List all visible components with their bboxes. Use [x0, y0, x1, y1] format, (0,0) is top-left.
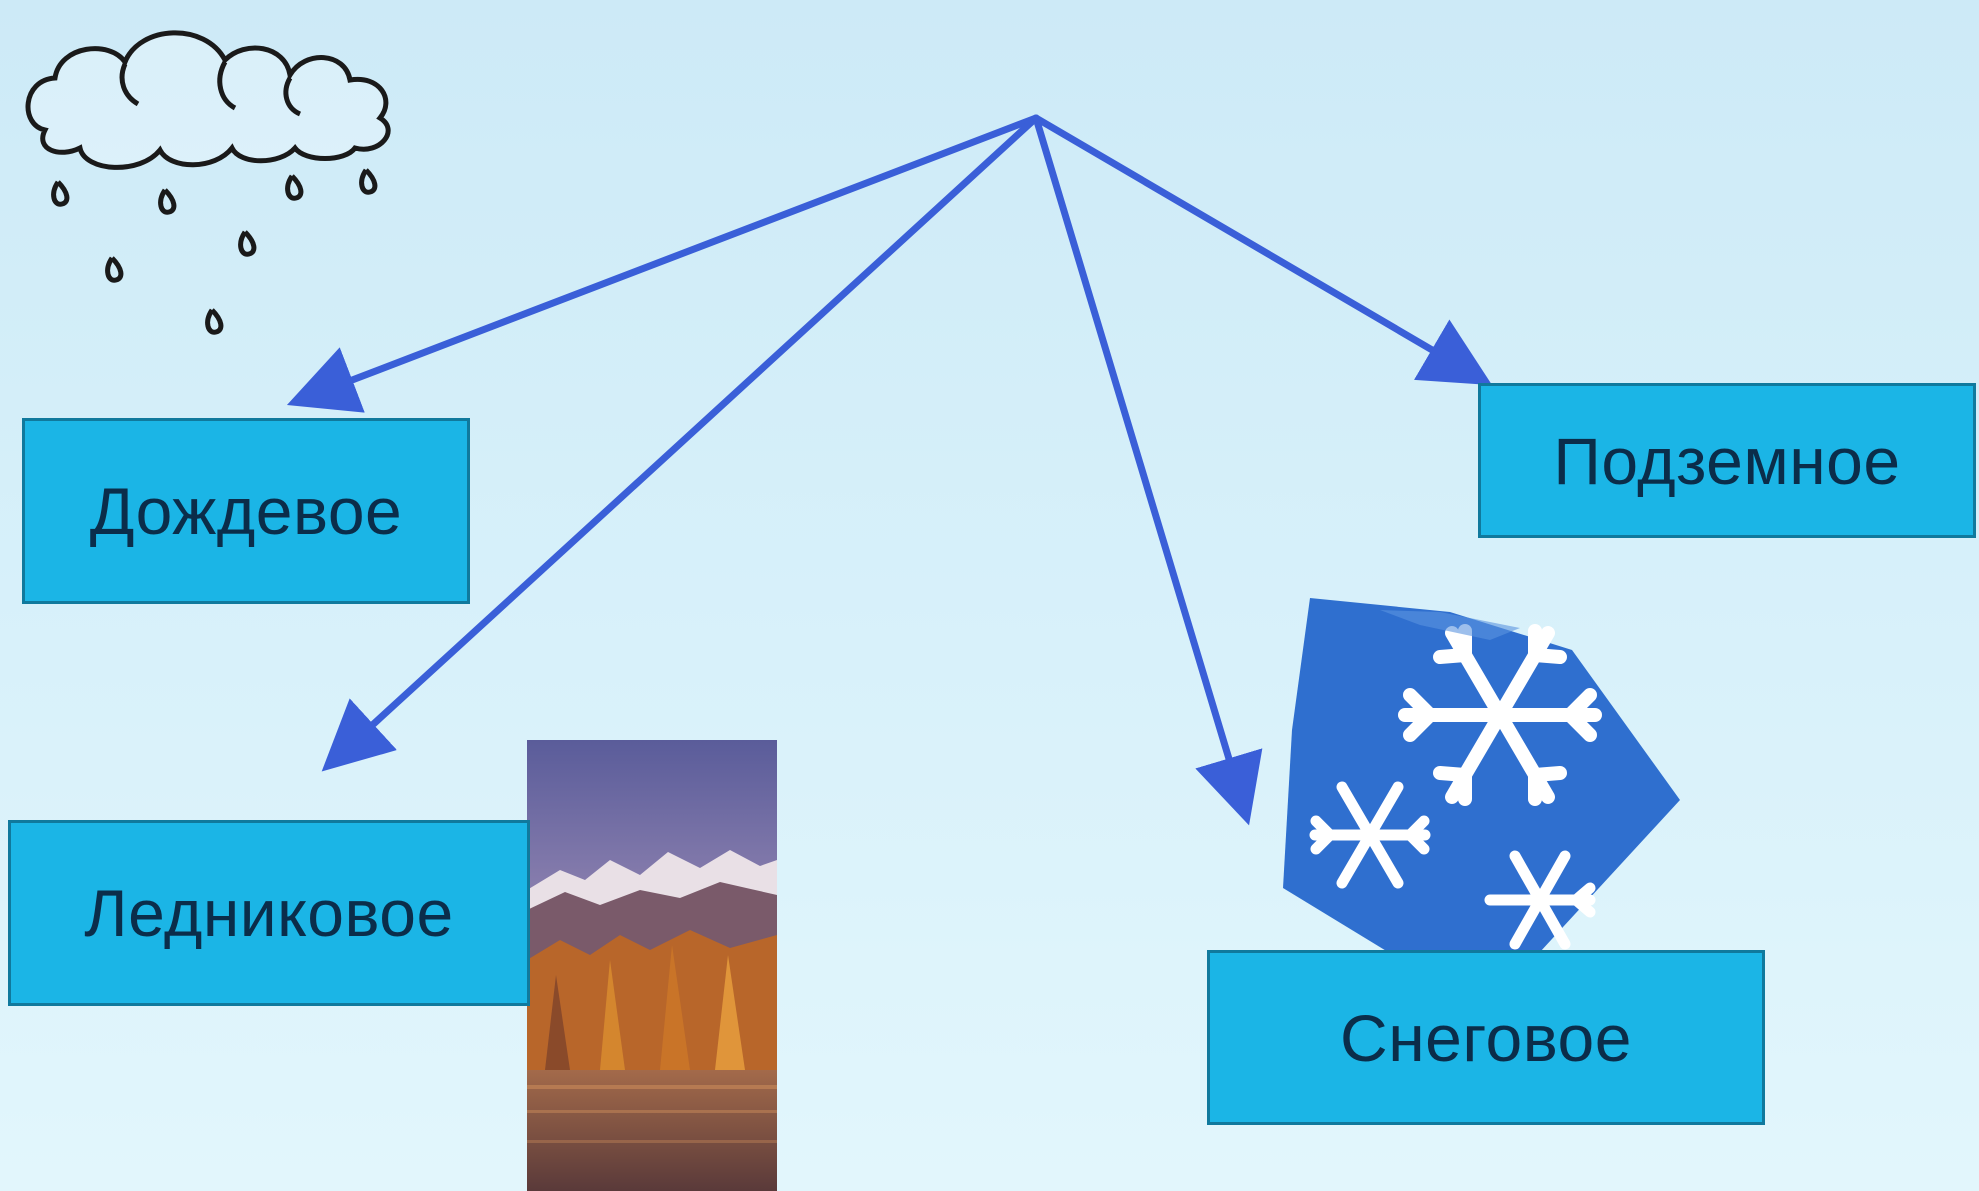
mountain-lake-photo	[527, 740, 777, 1191]
arrows	[286, 114, 1493, 826]
arrow-to-glacier	[321, 114, 1040, 772]
rain-cloud-icon	[25, 30, 391, 335]
snowflake-panel-icon	[1283, 598, 1680, 952]
arrow-to-rain	[286, 114, 1040, 413]
label-glacier: Ледниковое	[8, 820, 530, 1006]
arrow-to-snow	[1032, 114, 1263, 826]
arrow-to-underground	[1032, 114, 1493, 386]
label-snow: Снеговое	[1207, 950, 1765, 1125]
label-rain: Дождевое	[22, 418, 470, 604]
label-underground: Подземное	[1478, 383, 1976, 538]
